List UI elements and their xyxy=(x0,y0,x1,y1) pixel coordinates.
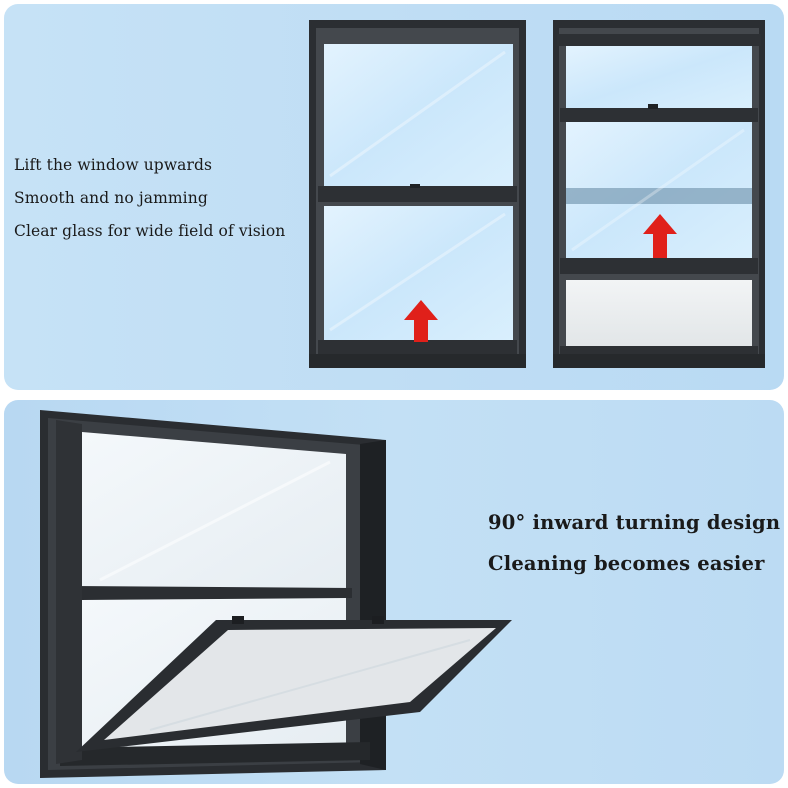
feature-smooth-no-jamming: Smooth and no jamming xyxy=(14,189,208,207)
feature-inward-turning: 90° inward turning design xyxy=(488,511,781,534)
feature-lift-upwards: Lift the window upwards xyxy=(14,156,213,174)
window-closed-illustration xyxy=(309,20,526,368)
lift-arrow-icon xyxy=(404,300,438,342)
feature-clear-glass: Clear glass for wide field of vision xyxy=(14,222,286,240)
tilted-sash xyxy=(76,616,512,752)
window-tilt-illustration xyxy=(40,410,512,778)
raise-arrow-icon xyxy=(643,214,677,258)
window-raised-illustration xyxy=(553,20,765,368)
feature-easy-cleaning: Cleaning becomes easier xyxy=(488,552,765,575)
